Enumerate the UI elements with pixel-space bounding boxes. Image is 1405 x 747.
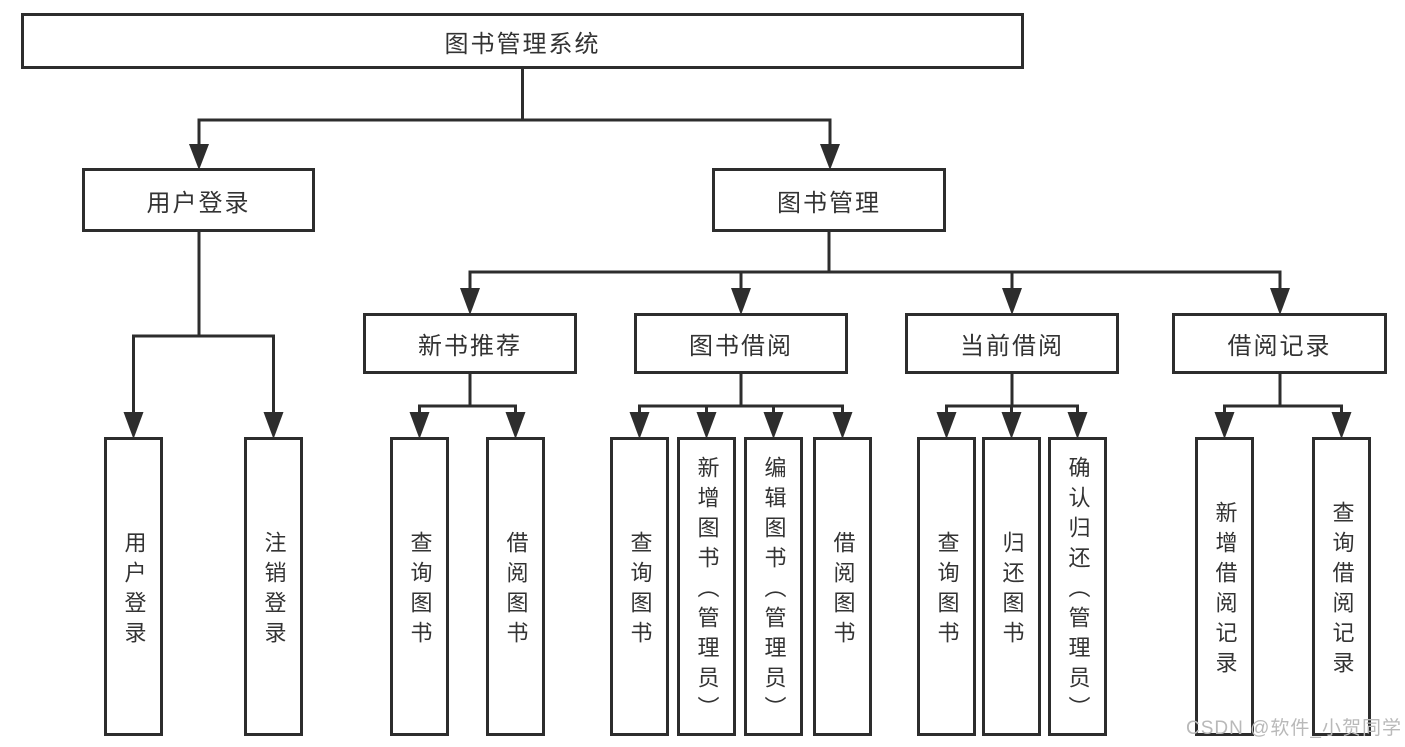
leaf-edit-book-admin: 编辑图书（管理员） [744, 437, 803, 736]
node-user-login: 用户登录 [82, 168, 315, 232]
node-book-borrow: 图书借阅 [634, 313, 848, 374]
connector-user-login-to-leaves [132, 232, 275, 416]
leaf-logout: 注销登录 [244, 437, 303, 736]
node-label: 归还图书 [999, 530, 1025, 651]
node-label: 图书借阅 [689, 333, 793, 360]
node-label: 借阅记录 [1227, 333, 1332, 360]
node-label: 新书推荐 [418, 333, 522, 360]
node-label: 图书管理系统 [444, 30, 601, 58]
arrowheads [123, 144, 1352, 439]
leaf-borrow-books: 借阅图书 [813, 437, 872, 736]
leaf-add-book-admin: 新增图书（管理员） [677, 437, 736, 736]
node-label: 编辑图书（管理员） [761, 455, 787, 726]
connector-book-borrow [638, 374, 844, 416]
leaf-user-login: 用户登录 [104, 437, 163, 736]
node-label: 借阅图书 [830, 530, 856, 651]
node-label: 查询借阅记录 [1329, 500, 1355, 681]
connector-new-book-recommend [418, 374, 517, 416]
node-current-borrow: 当前借阅 [905, 313, 1119, 374]
node-book-management: 图书管理 [712, 168, 946, 232]
connector-root-to-level2 [197, 69, 832, 148]
leaf-return-book: 归还图书 [982, 437, 1041, 736]
node-label: 新增借阅记录 [1212, 500, 1238, 681]
leaf-borrow-books-recommend: 借阅图书 [486, 437, 545, 736]
leaf-query-books-recommend: 查询图书 [390, 437, 449, 736]
node-system-root: 图书管理系统 [21, 13, 1024, 69]
leaf-query-books-current: 查询图书 [917, 437, 976, 736]
node-label: 查询图书 [934, 530, 960, 651]
node-label: 借阅图书 [503, 530, 529, 651]
leaf-query-books-borrow: 查询图书 [610, 437, 669, 736]
node-label: 确认归还（管理员） [1065, 455, 1091, 726]
connector-borrow-records [1223, 374, 1343, 416]
watermark-csdn: CSDN @软件_小贺同学 [1186, 718, 1402, 739]
node-new-book-recommend: 新书推荐 [363, 313, 577, 374]
connector-book-mgmt-to-level3 [468, 232, 1282, 292]
node-label: 查询图书 [407, 530, 433, 651]
leaf-query-borrow-record: 查询借阅记录 [1312, 437, 1371, 736]
node-label: 查询图书 [627, 530, 653, 651]
node-label: 图书管理 [777, 189, 881, 217]
connector-current-borrow [945, 374, 1079, 416]
node-label: 当前借阅 [960, 333, 1064, 360]
leaf-add-borrow-record: 新增借阅记录 [1195, 437, 1254, 736]
node-label: 新增图书（管理员） [694, 455, 720, 726]
node-label: 用户登录 [121, 530, 147, 651]
node-label: 注销登录 [261, 530, 287, 651]
leaf-confirm-return-admin: 确认归还（管理员） [1048, 437, 1107, 736]
node-borrow-records: 借阅记录 [1172, 313, 1387, 374]
node-label: 用户登录 [146, 189, 251, 217]
